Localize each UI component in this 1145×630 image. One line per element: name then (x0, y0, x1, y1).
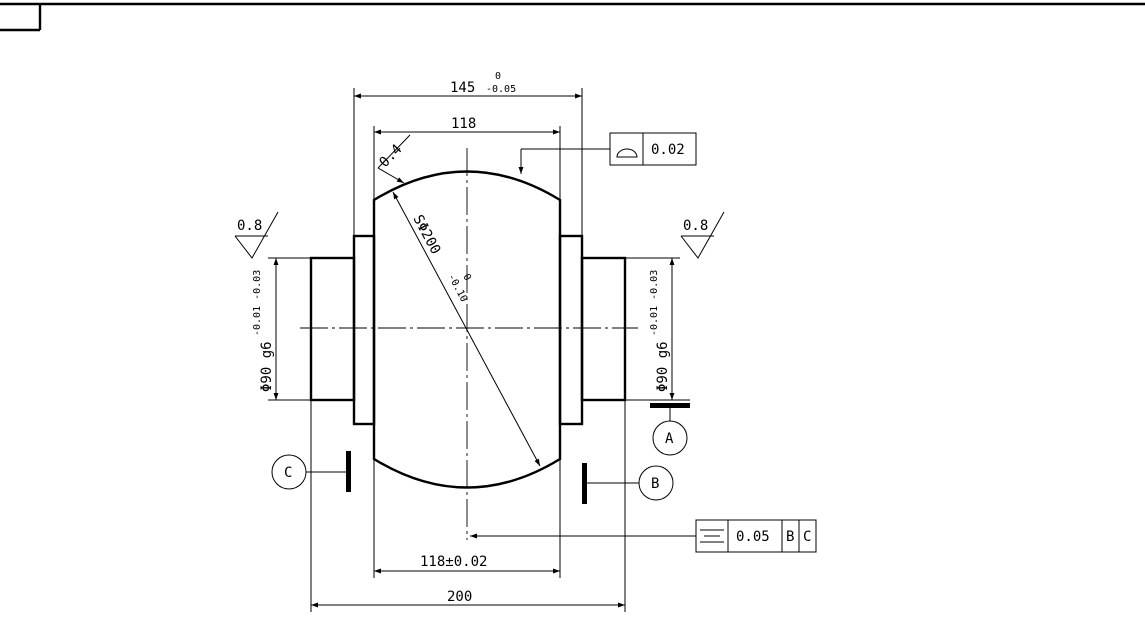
datum-b: B (582, 463, 674, 504)
sheet-border (0, 2, 1145, 32)
dimension-right-shaft-diameter: Φ90 g6 -0.01 -0.03 (625, 257, 690, 401)
left-shaft (309, 256, 356, 402)
ball-width-value: 118 (451, 116, 476, 132)
left-shaft-tol: -0.01 -0.03 (252, 270, 263, 336)
right-shaft-tol: -0.01 -0.03 (649, 270, 660, 336)
right-shaft-dia-value: Φ90 g6 (655, 341, 671, 392)
surface-finish-right-value: 0.8 (683, 218, 708, 234)
chamfer-value: 0.4 (376, 141, 405, 170)
profile-of-surface-icon (616, 148, 638, 158)
datum-b-label: B (651, 476, 659, 492)
sphere-diameter-value: SΦ200 (409, 212, 443, 257)
datum-c: C (271, 451, 351, 492)
sphere-tol-upper: 0 (460, 272, 473, 282)
overall-width-tol-lower: -0.05 (486, 84, 516, 95)
dimension-sphere-diameter: SΦ200 0 -0.10 (392, 191, 541, 467)
right-collar (558, 234, 584, 426)
profile-tolerance-frame: 0.02 (518, 132, 697, 174)
symmetry-tolerance-value: 0.05 (736, 529, 770, 545)
surface-finish-right: 0.8 (680, 211, 725, 259)
symmetry-tolerance-frame: 0.05 B C (470, 519, 817, 553)
dimension-left-shaft-diameter: Φ90 g6 -0.01 -0.03 (252, 257, 311, 401)
left-collar (352, 234, 376, 426)
ball-width-lower-value: 118±0.02 (420, 554, 487, 570)
dimension-total-length: 200 (310, 400, 626, 612)
surface-finish-left-value: 0.8 (237, 218, 262, 234)
overall-width-tol-upper: 0 (495, 71, 501, 82)
symmetry-datum-b: B (786, 529, 794, 545)
dimension-ball-width-bottom: 118±0.02 (373, 459, 561, 578)
overall-width-value: 145 (450, 80, 475, 96)
symmetry-icon (700, 529, 724, 543)
surface-finish-icon (680, 211, 725, 259)
dimension-ball-width-top: 118 (373, 116, 561, 200)
datum-a: A (650, 403, 690, 456)
datum-c-label: C (284, 465, 292, 481)
right-shaft (580, 256, 627, 402)
symmetry-datum-c: C (803, 529, 811, 545)
part-outline (309, 170, 627, 489)
datum-a-label: A (665, 431, 674, 447)
total-length-value: 200 (447, 589, 472, 605)
dimension-overall-width: 145 0 -0.05 (353, 71, 583, 236)
chamfer-callout: 0.4 (376, 134, 411, 184)
surface-finish-icon (234, 211, 279, 259)
left-shaft-dia-value: Φ90 g6 (259, 341, 275, 392)
surface-finish-left: 0.8 (234, 211, 279, 259)
profile-tolerance-value: 0.02 (651, 142, 685, 158)
